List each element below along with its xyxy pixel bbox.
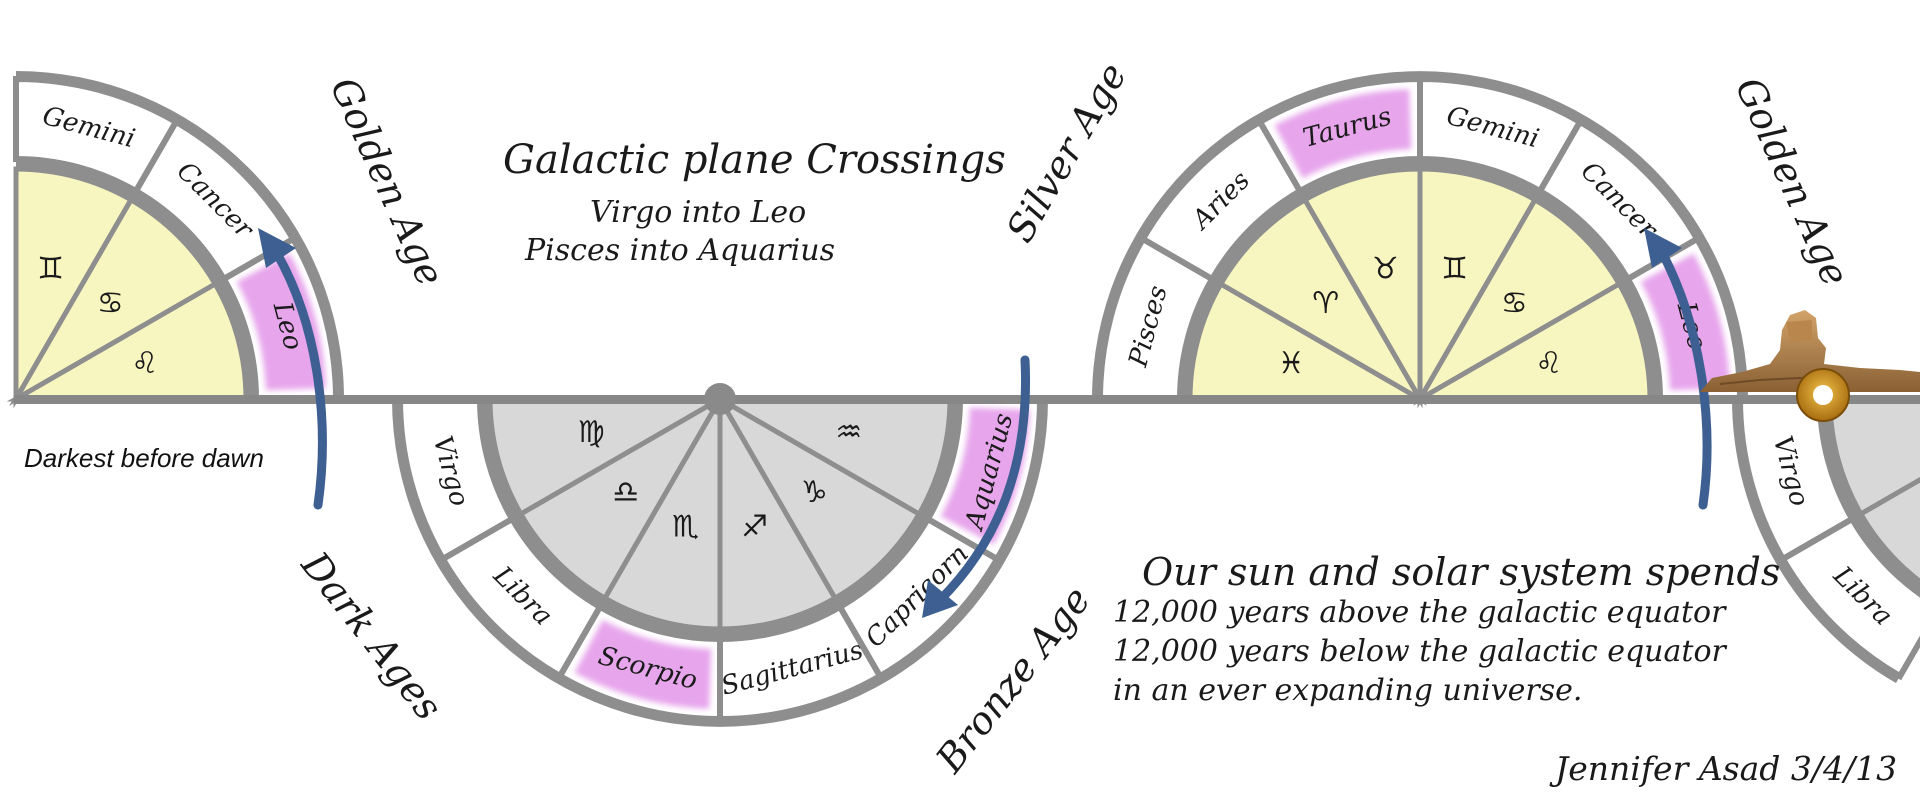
info-heading: Our sun and solar system spends [1142, 550, 1780, 594]
sign-sector [1857, 476, 1920, 585]
wheel-hub [704, 383, 736, 415]
sign-sector [517, 392, 727, 602]
info-line-1: 12,000 years above the galactic equator [1113, 595, 1727, 630]
sign-symbol-capricorn: ♑ [801, 475, 828, 510]
sign-symbol-aries: ♈ [1312, 286, 1339, 321]
sign-highlight [574, 619, 712, 709]
sign-sector [1410, 280, 1653, 402]
sign-symbol-gemini: ♊ [37, 252, 64, 287]
arrow-icon-left [267, 240, 327, 510]
sun-icon [1796, 368, 1850, 422]
age-golden-left: Golden Age [322, 71, 453, 293]
author-credit: Jennifer Asad 3/4/13 [1549, 749, 1897, 788]
info-line-2: 12,000 years below the galactic equator [1113, 634, 1728, 669]
sign-symbol-sagittarius: ♐ [741, 509, 768, 544]
galactic-equator-line [14, 395, 1920, 404]
sign-sector [1417, 166, 1539, 409]
arrow-icon-middle [935, 355, 1031, 605]
sign-band-libra [1778, 514, 1920, 681]
sign-symbol-leo: ♌ [131, 346, 158, 381]
sign-sector [6, 280, 249, 402]
sign-symbol-gemini: ♊ [1441, 252, 1468, 287]
crossing-arrows [258, 228, 1712, 618]
darkest-before-dawn-label: Darkest before dawn [24, 443, 264, 473]
sign-sector [717, 389, 839, 632]
sign-symbol-libra: ♎ [612, 475, 639, 510]
zodiac-wheels: Gemini♊Cancer♋Leo♌Virgo♍Libra♎Scorpio♏Sa… [6, 71, 1920, 727]
sign-sector [1301, 166, 1423, 409]
sign-symbol-aquarius: ♒ [835, 415, 862, 450]
sign-sector [713, 392, 923, 602]
sign-symbol-cancer: ♋ [97, 286, 124, 321]
sign-sector [1187, 280, 1430, 402]
sign-sector [1413, 196, 1623, 406]
arrow-icon-right-head [1644, 228, 1682, 268]
arrow-icon-left-head [258, 228, 296, 268]
sign-highlight [940, 407, 1030, 545]
wheel-right-upper: Pisces♓Aries♈Taurus♉Gemini♊Cancer♋Leo♌ [1092, 71, 1748, 409]
sign-symbol-leo: ♌ [1535, 346, 1562, 381]
sign-symbol-cancer: ♋ [1501, 286, 1528, 321]
arrow-icon-middle-head [922, 580, 958, 618]
title-line-2: Pisces into Aquarius [524, 233, 835, 268]
sign-symbol-scorpio: ♏ [672, 509, 699, 544]
sign-sector [9, 196, 219, 406]
age-silver: Silver Age [998, 55, 1136, 249]
info-line-3: in an ever expanding universe. [1113, 673, 1582, 708]
arrow-icon-right [1653, 240, 1712, 510]
sign-highlight [236, 253, 326, 391]
wheel-middle-lower: Virgo♍Libra♎Scorpio♏Sagittarius♐Capricor… [392, 389, 1048, 727]
sign-highlight [1274, 89, 1412, 179]
title-line-1: Virgo into Leo [590, 195, 806, 230]
sign-symbol-taurus: ♉ [1372, 252, 1399, 287]
sign-sector [1217, 196, 1427, 406]
age-golden-right: Golden Age [1727, 71, 1858, 293]
title-heading: Galactic plane Crossings [503, 137, 1006, 183]
age-dark: Dark Ages [292, 543, 451, 729]
sign-symbol-virgo: ♍ [578, 415, 605, 450]
sign-sector [601, 389, 723, 632]
sign-sector [13, 166, 135, 409]
sign-symbol-pisces: ♓ [1278, 346, 1305, 381]
wheel-left-upper: Gemini♊Cancer♋Leo♌ [6, 71, 344, 409]
